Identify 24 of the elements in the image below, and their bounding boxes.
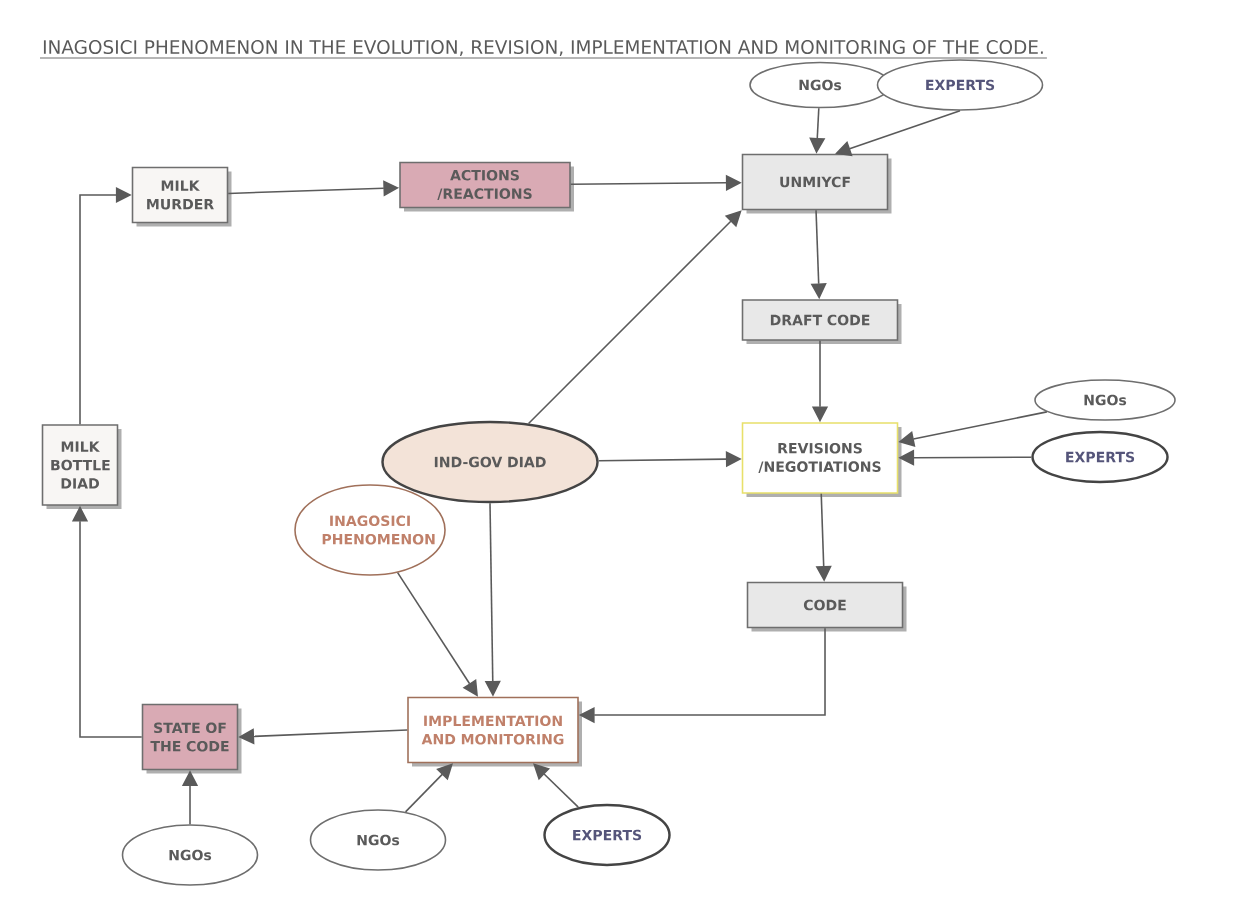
process-box: REVISIONS /NEGOTIATIONS (741, 422, 899, 494)
process-box: IMPLEMENTATION AND MONITORING (407, 696, 579, 764)
process-box: ACTIONS /REACTIONS (399, 161, 571, 209)
title: INAGOSICI PHENOMENON IN THE EVOLUTION, REVISION, IMPLEMENTATION AND MONITORING OF THE CODE. (39, 40, 1048, 59)
oval: NGOs (1034, 379, 1176, 421)
process-box: STATE OF THE CODE (141, 703, 239, 771)
oval: IND-GOV DIAD (381, 420, 599, 504)
oval: NGOs (309, 809, 447, 871)
oval: EXPERTS (543, 803, 671, 867)
arrow (835, 110, 961, 157)
process-box: MILK BOTTLE DIAD (41, 424, 119, 506)
arrow (527, 210, 742, 425)
arrow (404, 763, 453, 813)
oval: EXPERTS (1031, 430, 1169, 484)
oval: EXPERTS (876, 59, 1044, 111)
process-box: CODE (746, 581, 904, 629)
oval: NGOs (749, 61, 891, 109)
process-box: DRAFT CODE (741, 299, 899, 341)
process-box: MILK MURDER (131, 166, 229, 224)
oval: INAGOSICI PHENOMENON (294, 484, 446, 576)
oval: NGOs (121, 824, 259, 886)
arrow (396, 571, 478, 697)
arrow (533, 763, 580, 808)
process-box: UNMIYCF (741, 153, 889, 211)
